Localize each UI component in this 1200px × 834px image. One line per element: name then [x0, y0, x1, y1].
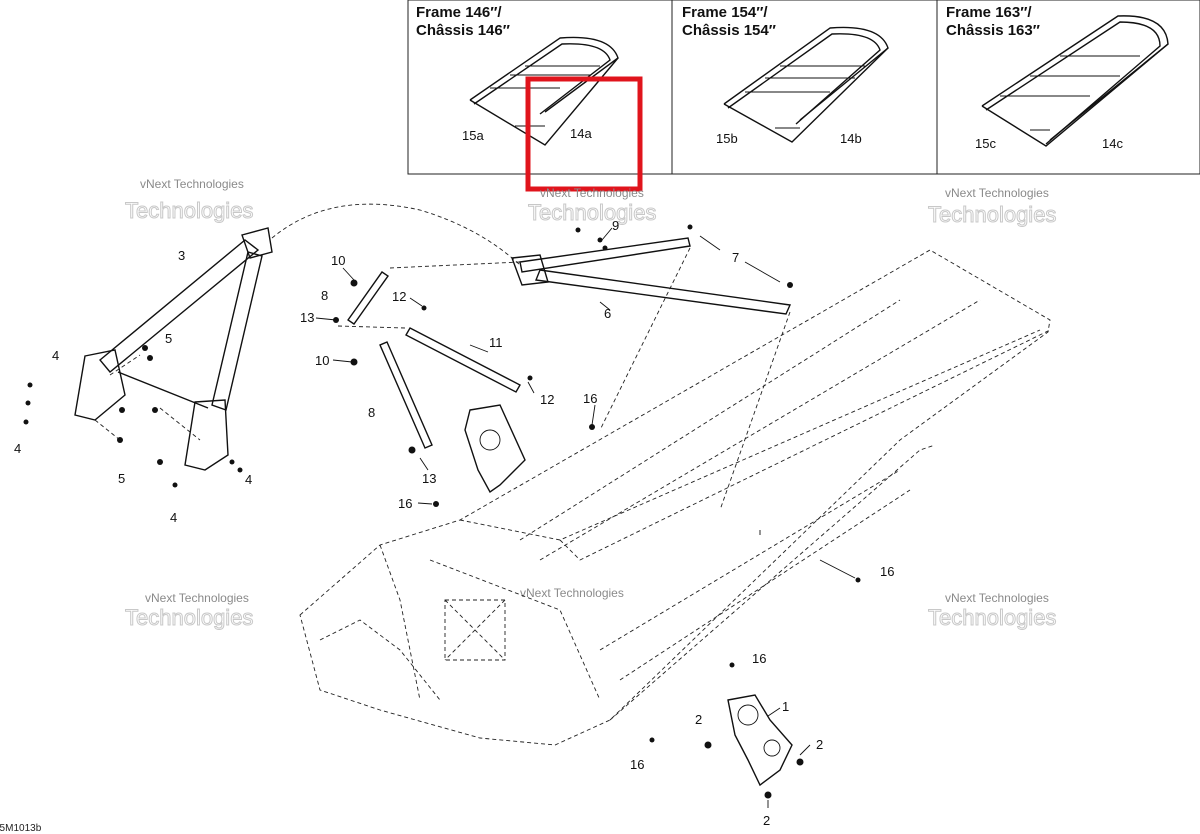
callout-16: 16: [630, 757, 644, 772]
callout-13: 13: [300, 310, 314, 325]
callout-3: 3: [178, 248, 185, 263]
frame-154-title-2: Châssis 154″: [682, 22, 776, 39]
callout-16: 16: [752, 651, 766, 666]
frame-146-title-2: Châssis 146″: [416, 22, 510, 39]
frame-146-label-15a: 15a: [462, 128, 484, 143]
callout-13: 13: [422, 471, 436, 486]
callout-11: 11: [489, 335, 503, 350]
callout-1: 1: [782, 699, 789, 714]
frame-163-title-2: Châssis 163″: [946, 22, 1040, 39]
frame-163-label-14c: 14c: [1102, 136, 1123, 151]
frame-154: Frame 154″/ Châssis 154″ 15b 14b: [682, 4, 889, 146]
watermark-logo: Technologies: [125, 198, 253, 223]
frame-163: Frame 163″/ Châssis 163″ 15c 14c: [946, 4, 1169, 151]
callout-5: 5: [165, 331, 172, 346]
frame-154-title-1: Frame 154″/: [682, 4, 768, 21]
callout-4: 4: [14, 441, 21, 456]
watermark-logo: Technologies: [928, 605, 1056, 630]
upper-column-support: 9 7 6: [511, 218, 793, 511]
frame-163-label-15c: 15c: [975, 136, 996, 151]
watermark-text: vNext Technologies: [945, 186, 1049, 200]
callout-2: 2: [816, 737, 823, 752]
watermark-text: vNext Technologies: [145, 591, 249, 605]
callout-2: 2: [763, 813, 770, 828]
callout-4: 4: [245, 472, 252, 487]
callout-10: 10: [331, 253, 345, 268]
watermark-logo: Technologies: [528, 200, 656, 225]
callout-12: 12: [540, 392, 554, 407]
callout-4: 4: [52, 348, 59, 363]
callout-5: 5: [118, 471, 125, 486]
drawing-part-number: 55M1013b: [0, 823, 42, 834]
callout-10: 10: [315, 353, 329, 368]
frame-146: Frame 146″/ Châssis 146″ 15a 14a: [416, 4, 619, 146]
watermark-logo: Technologies: [125, 605, 253, 630]
callout-2: 2: [695, 712, 702, 727]
steering-support-assembly: 3 4 4 4 4 5 5: [14, 203, 521, 525]
callout-7: 7: [732, 250, 739, 265]
bottom-bracket: 1 2 2 2: [695, 694, 823, 828]
frame-154-label-15b: 15b: [716, 131, 738, 146]
tie-rods-assembly: 10 8 13 10 8 12 11 12 13: [300, 253, 554, 486]
center-bracket: [464, 404, 526, 494]
callout-6: 6: [604, 306, 611, 321]
watermark-logo: Technologies: [928, 202, 1056, 227]
callout-16: 16: [880, 564, 894, 579]
frame-163-title-1: Frame 163″/: [946, 4, 1032, 21]
watermark-text: vNext Technologies: [945, 591, 1049, 605]
callout-12: 12: [392, 289, 406, 304]
watermark-text: vNext Technologies: [540, 186, 644, 200]
callout-8: 8: [321, 288, 328, 303]
callout-4: 4: [170, 510, 177, 525]
watermark-text: vNext Technologies: [140, 177, 244, 191]
frame-154-label-14b: 14b: [840, 131, 862, 146]
watermark-text: vNext Technologies: [520, 586, 624, 600]
main-chassis: 16 16 16 16 16: [299, 249, 1051, 772]
callout-8: 8: [368, 405, 375, 420]
callout-16: 16: [398, 496, 412, 511]
watermarks: vNext Technologies Technologies vNext Te…: [125, 177, 1057, 631]
frame-146-label-14a: 14a: [570, 126, 592, 141]
frame-146-title-1: Frame 146″/: [416, 4, 502, 21]
callout-16: 16: [583, 391, 597, 406]
callout-9: 9: [612, 218, 619, 233]
highlight-box: [525, 76, 643, 192]
frame-variants-panel: Frame 146″/ Châssis 146″ 15a 14a Frame 1…: [407, 0, 1200, 175]
